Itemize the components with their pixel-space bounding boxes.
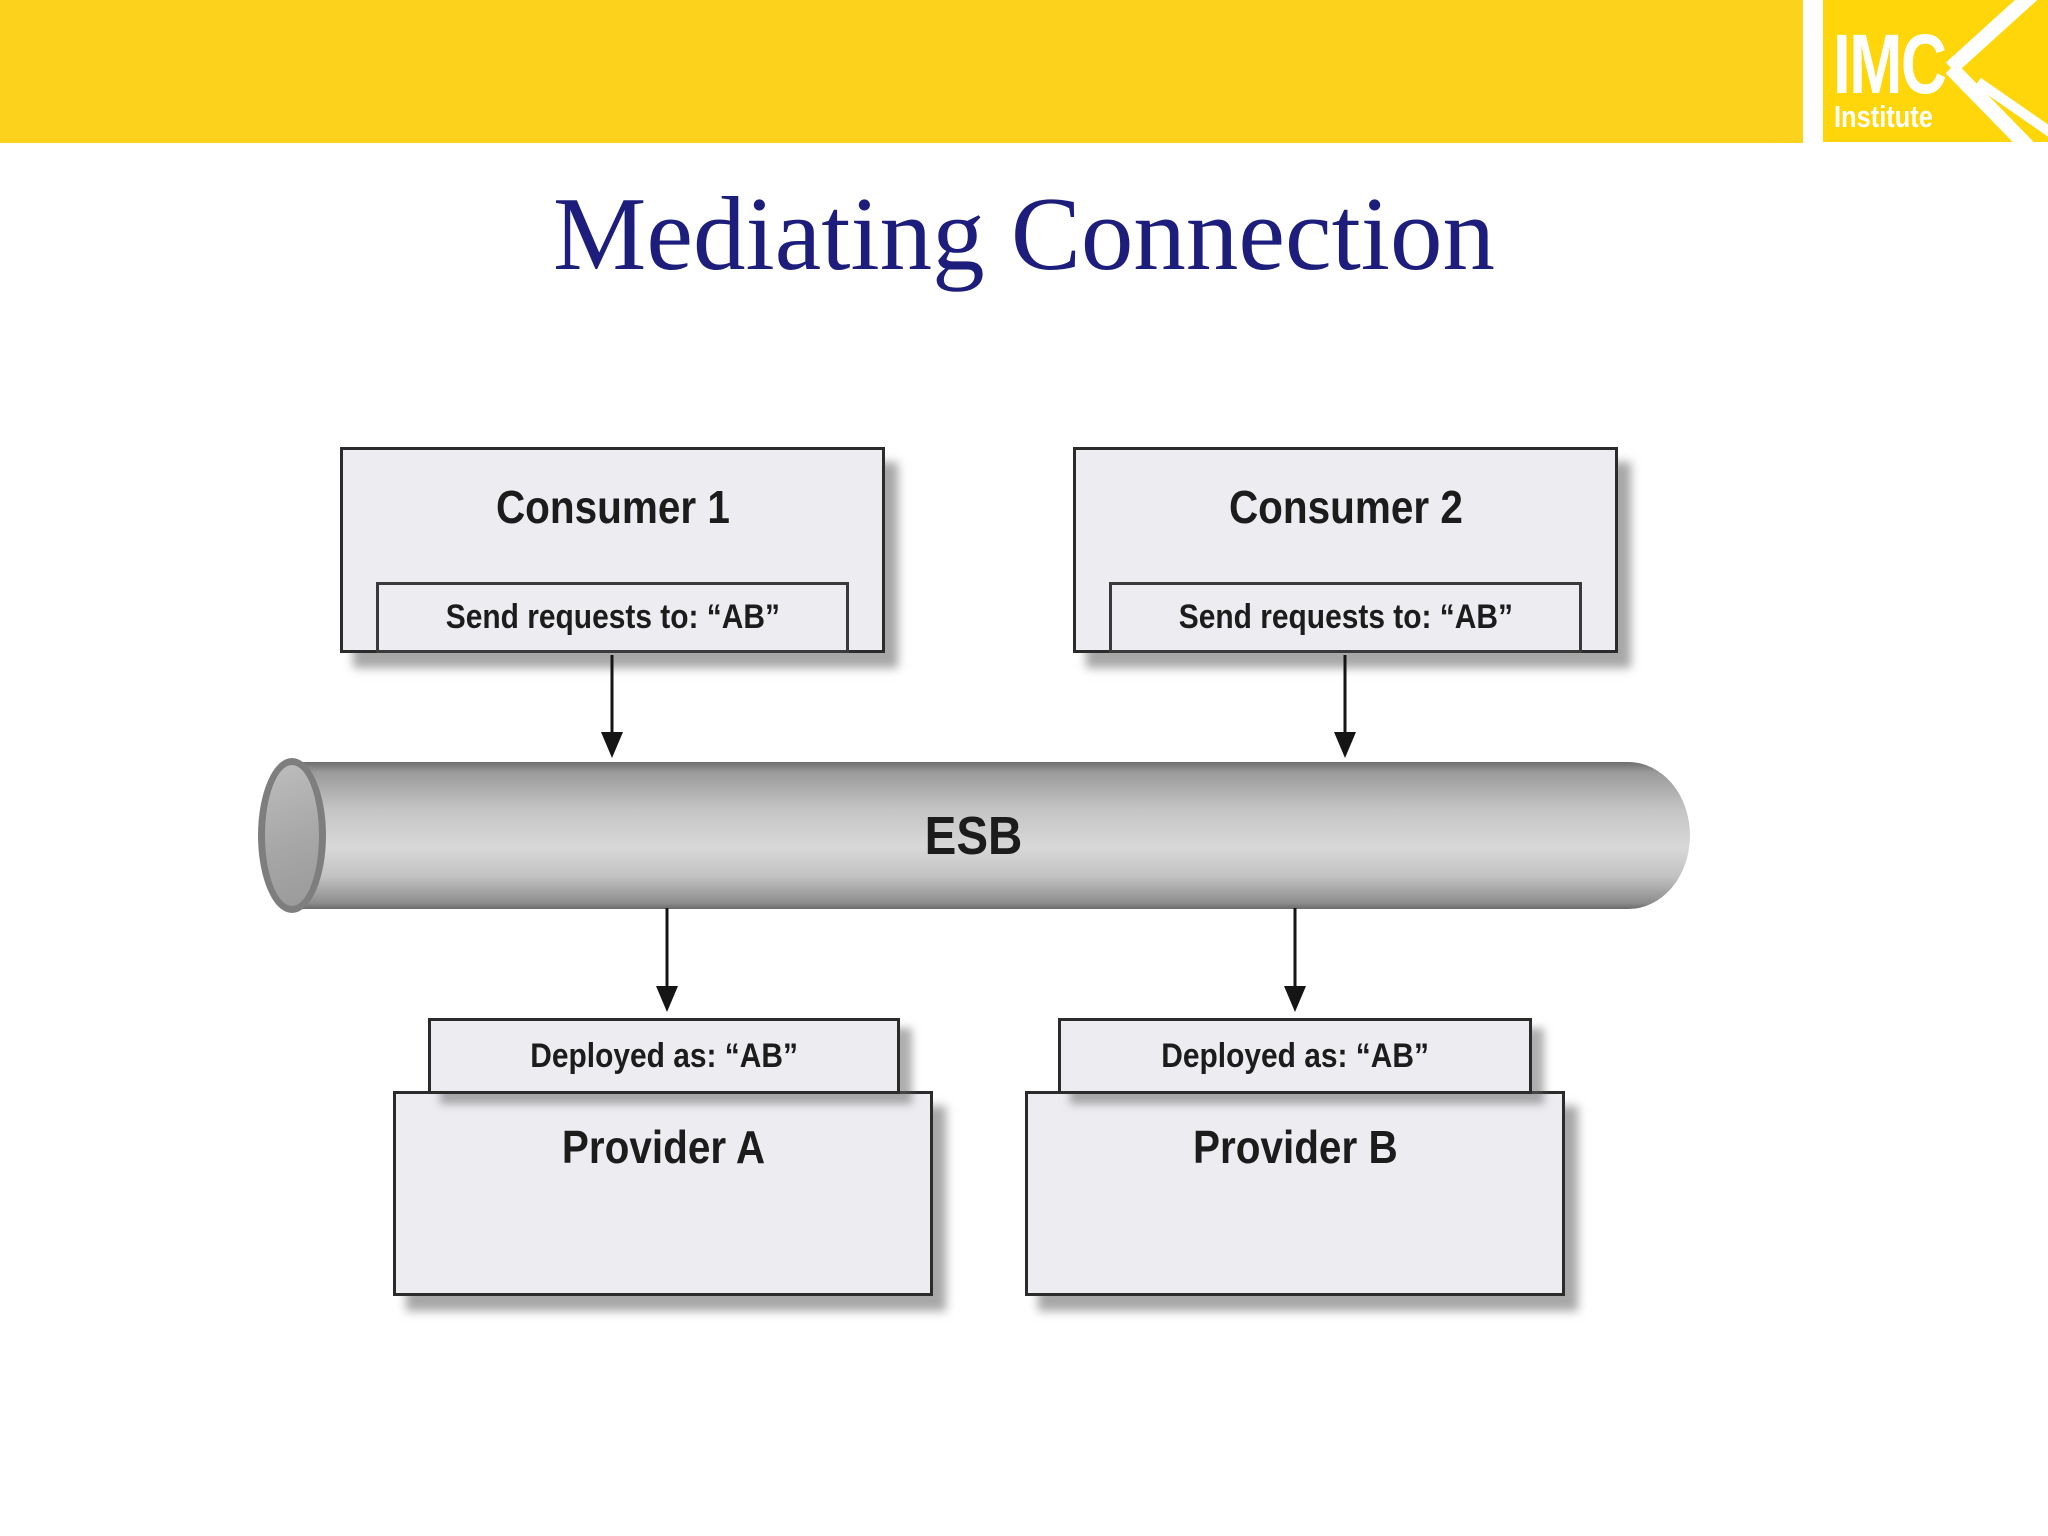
logo-text-imc: IMC [1833, 17, 1947, 111]
providerA-deployed-box: Deployed as: “AB” [428, 1018, 900, 1094]
logo-chevron-icon [1945, 0, 2048, 142]
logo-text-institute: Institute [1834, 99, 1933, 134]
esb-bus-body [292, 762, 1690, 909]
consumer1-title: Consumer 1 [495, 481, 730, 533]
providerB-deployed-box: Deployed as: “AB” [1058, 1018, 1532, 1094]
esb-label: ESB [925, 805, 1023, 866]
providerB-title: Provider B [1192, 1121, 1398, 1173]
imc-logo: IMC Institute [1823, 0, 2048, 142]
consumer1-box: Consumer 1 Send requests to: “AB” [340, 447, 885, 653]
consumer2-note-box: Send requests to: “AB” [1109, 582, 1582, 653]
page-title: Mediating Connection [553, 175, 1495, 292]
providerA-title: Provider A [561, 1121, 765, 1173]
providerA-box: Provider A [393, 1091, 933, 1296]
providerB-box: Provider B [1025, 1091, 1565, 1296]
header-bar [0, 0, 1803, 143]
consumer2-title: Consumer 2 [1228, 481, 1463, 533]
esb-bus: ESB [258, 758, 1690, 913]
consumer1-note-box: Send requests to: “AB” [376, 582, 849, 653]
consumer2-box: Consumer 2 Send requests to: “AB” [1073, 447, 1618, 653]
esb-bus-endcap [258, 758, 326, 913]
